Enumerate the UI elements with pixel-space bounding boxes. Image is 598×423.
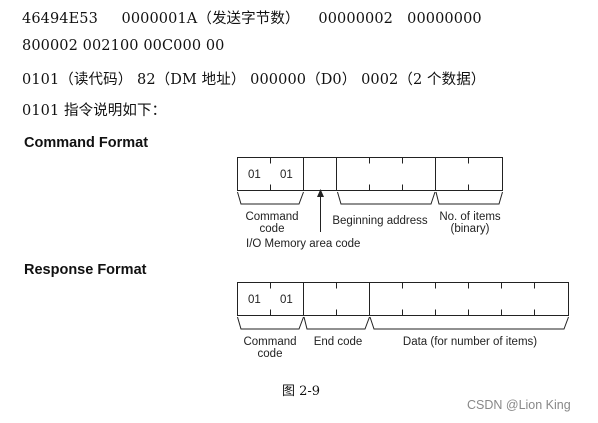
response-format-braces [237, 316, 569, 330]
text-line-read-command: 0101（读代码） 82（DM 地址） 000000（D0） 0002（2 个数… [22, 72, 486, 88]
items-label-1: No. of items [439, 211, 501, 223]
text-line-header: 800002 002100 00C000 00 [22, 38, 225, 54]
memory-area-code-label: I/O Memory area code [246, 238, 360, 250]
text-line-send-bytes: 46494E53 0000001A（发送字节数） 00000002 000000… [22, 11, 482, 27]
items-label-2: (binary) [451, 223, 490, 235]
command-format-heading: Command Format [24, 135, 149, 151]
text-line-instruction-intro: 0101 指令说明如下： [22, 103, 167, 119]
response-cell-1: 01 [248, 294, 261, 306]
response-format-heading: Response Format [24, 262, 147, 278]
data-label: Data (for number of items) [403, 336, 537, 348]
response-command-code-label-1: Command [243, 336, 296, 348]
end-code-label: End code [314, 336, 363, 348]
command-code-label-1: Command [245, 211, 298, 223]
memory-area-arrow-icon [317, 189, 324, 197]
command-cell-1: 01 [248, 169, 261, 181]
command-format-frame [237, 157, 503, 191]
beginning-address-label: Beginning address [332, 215, 428, 227]
figure-caption: 图 2-9 [282, 384, 321, 399]
command-format-braces [237, 191, 503, 232]
watermark: CSDN @Lion King [467, 398, 571, 412]
command-cell-2: 01 [280, 169, 293, 181]
response-cell-2: 01 [280, 294, 293, 306]
response-format-frame [237, 282, 569, 316]
response-command-code-label-2: code [258, 348, 283, 360]
command-code-label-2: code [260, 223, 285, 235]
